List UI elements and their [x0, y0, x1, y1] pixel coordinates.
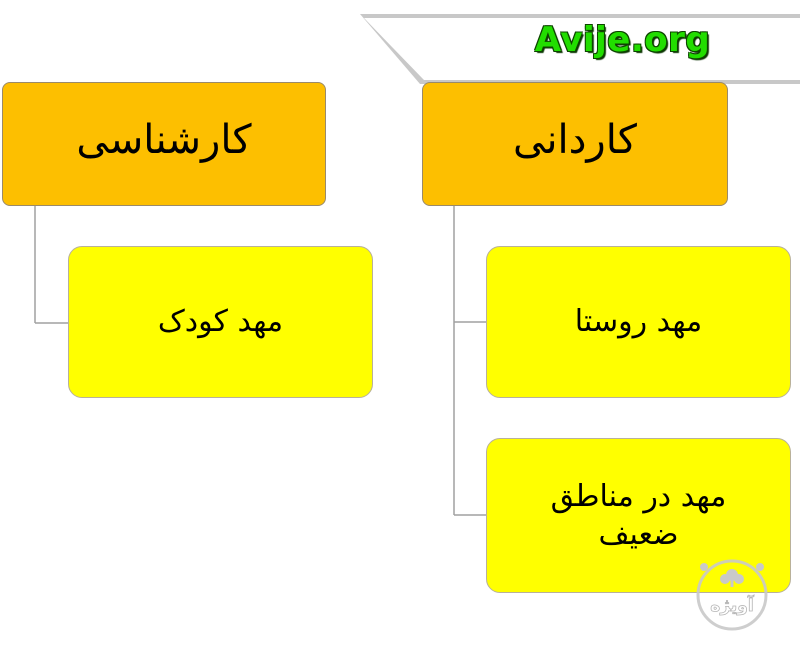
header-kardani: کاردانی — [422, 82, 728, 206]
leaf-mahd-koodak: مهد کودک — [68, 246, 373, 398]
watermark-text: آویژه — [710, 594, 755, 616]
tree-icon — [720, 569, 744, 587]
site-banner-text: Avije.org — [534, 20, 711, 60]
connectors-karshenasi — [34, 206, 68, 324]
watermark-dot-icon — [756, 563, 764, 571]
watermark-logo: آویژه — [696, 559, 768, 631]
header-karshenasi: کارشناسی — [2, 82, 326, 206]
connectors-kardani — [453, 206, 486, 516]
leaf-mahd-manategh: مهد در مناطق ضعیف — [486, 438, 791, 593]
leaf-mahd-roosta: مهد روستا — [486, 246, 791, 398]
site-banner-ribbon — [360, 14, 800, 84]
watermark-dot-icon — [700, 563, 708, 571]
